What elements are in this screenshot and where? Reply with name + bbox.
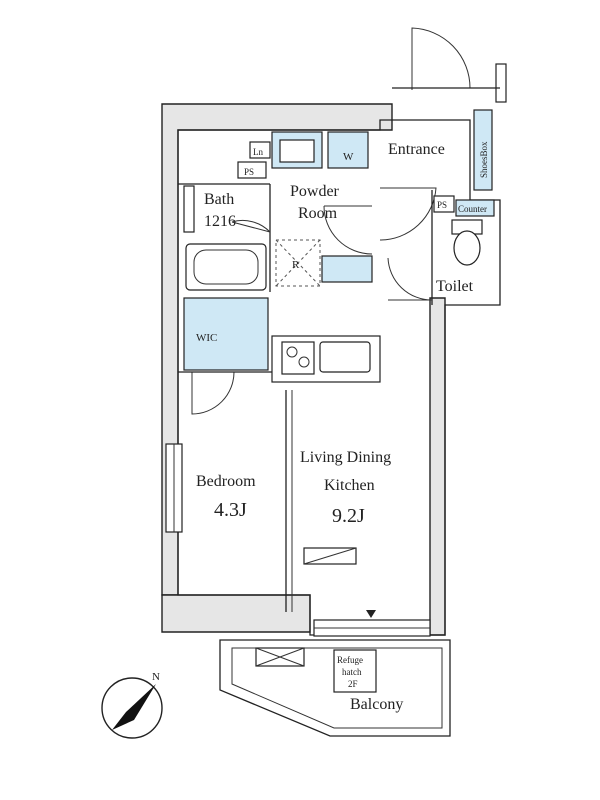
ldk-label-2: Kitchen xyxy=(324,477,375,494)
bath-door xyxy=(231,219,271,233)
compass-north: N xyxy=(152,671,160,683)
burner-1 xyxy=(286,346,298,358)
compass: N xyxy=(101,671,163,739)
ps-top-box xyxy=(237,161,267,179)
wic-door xyxy=(191,371,235,415)
counter-box xyxy=(455,199,495,217)
kitchen-stove xyxy=(281,341,315,375)
washer-label: W xyxy=(343,151,354,163)
toilet-bowl xyxy=(453,230,481,266)
bedroom-label: Bedroom xyxy=(196,473,256,490)
floor-hatch-diag xyxy=(303,547,357,565)
kitchen-sink xyxy=(319,341,371,373)
burner-2 xyxy=(298,356,310,368)
refuge-hatch xyxy=(333,649,377,693)
shoesbox-cabinet xyxy=(473,109,493,191)
entry-marker xyxy=(366,610,376,618)
powder-label-2: Room xyxy=(298,205,338,222)
washer-space xyxy=(327,131,369,169)
fridge-label: R xyxy=(292,259,300,271)
exterior-wall-bottom xyxy=(161,594,311,633)
bath-label: Bath xyxy=(204,191,234,208)
fridge-space xyxy=(275,239,321,287)
wic-label: WIC xyxy=(196,332,217,344)
ps-top-label: PS xyxy=(244,167,254,177)
entrance-label: Entrance xyxy=(388,141,445,158)
fridge-diag-2 xyxy=(275,239,321,287)
storage-blue xyxy=(321,255,373,283)
bathtub xyxy=(185,243,267,291)
refuge-label-1: Refuge xyxy=(337,655,363,665)
powder-door xyxy=(323,205,373,255)
shoesbox-label: ShoesBox xyxy=(479,141,489,178)
bath-shelf xyxy=(183,185,195,233)
ac-diag-2 xyxy=(255,647,305,667)
balcony-inner xyxy=(231,647,443,729)
unit-outline xyxy=(177,119,501,636)
bathtub-inner xyxy=(193,249,259,285)
ps-right-label: PS xyxy=(437,200,447,210)
powder-label-1: Powder xyxy=(290,183,340,200)
sink-basin xyxy=(279,139,315,163)
entrance-frame xyxy=(495,63,507,103)
ps-right-box xyxy=(433,195,455,213)
entrance-door xyxy=(411,27,471,90)
entrance-inner-door xyxy=(379,187,437,241)
ln-label: Ln xyxy=(253,147,263,157)
ldk-label-1: Living Dining xyxy=(300,449,391,466)
ldk-size: 9.2J xyxy=(332,505,365,527)
bedroom-size: 4.3J xyxy=(214,499,247,521)
exterior-wall-right xyxy=(429,297,446,636)
toilet-label: Toilet xyxy=(436,278,474,295)
wic-area xyxy=(183,297,269,371)
counter-label: Counter xyxy=(458,204,487,214)
balcony-outline xyxy=(219,639,451,737)
compass-arrow-icon xyxy=(112,684,156,730)
balcony-label: Balcony xyxy=(350,696,403,713)
toilet-door xyxy=(387,257,433,301)
refuge-label-3: 2F xyxy=(348,679,358,689)
ln-box xyxy=(249,141,271,159)
refuge-label-2: hatch xyxy=(342,667,362,677)
bath-size: 1216 xyxy=(204,213,236,230)
